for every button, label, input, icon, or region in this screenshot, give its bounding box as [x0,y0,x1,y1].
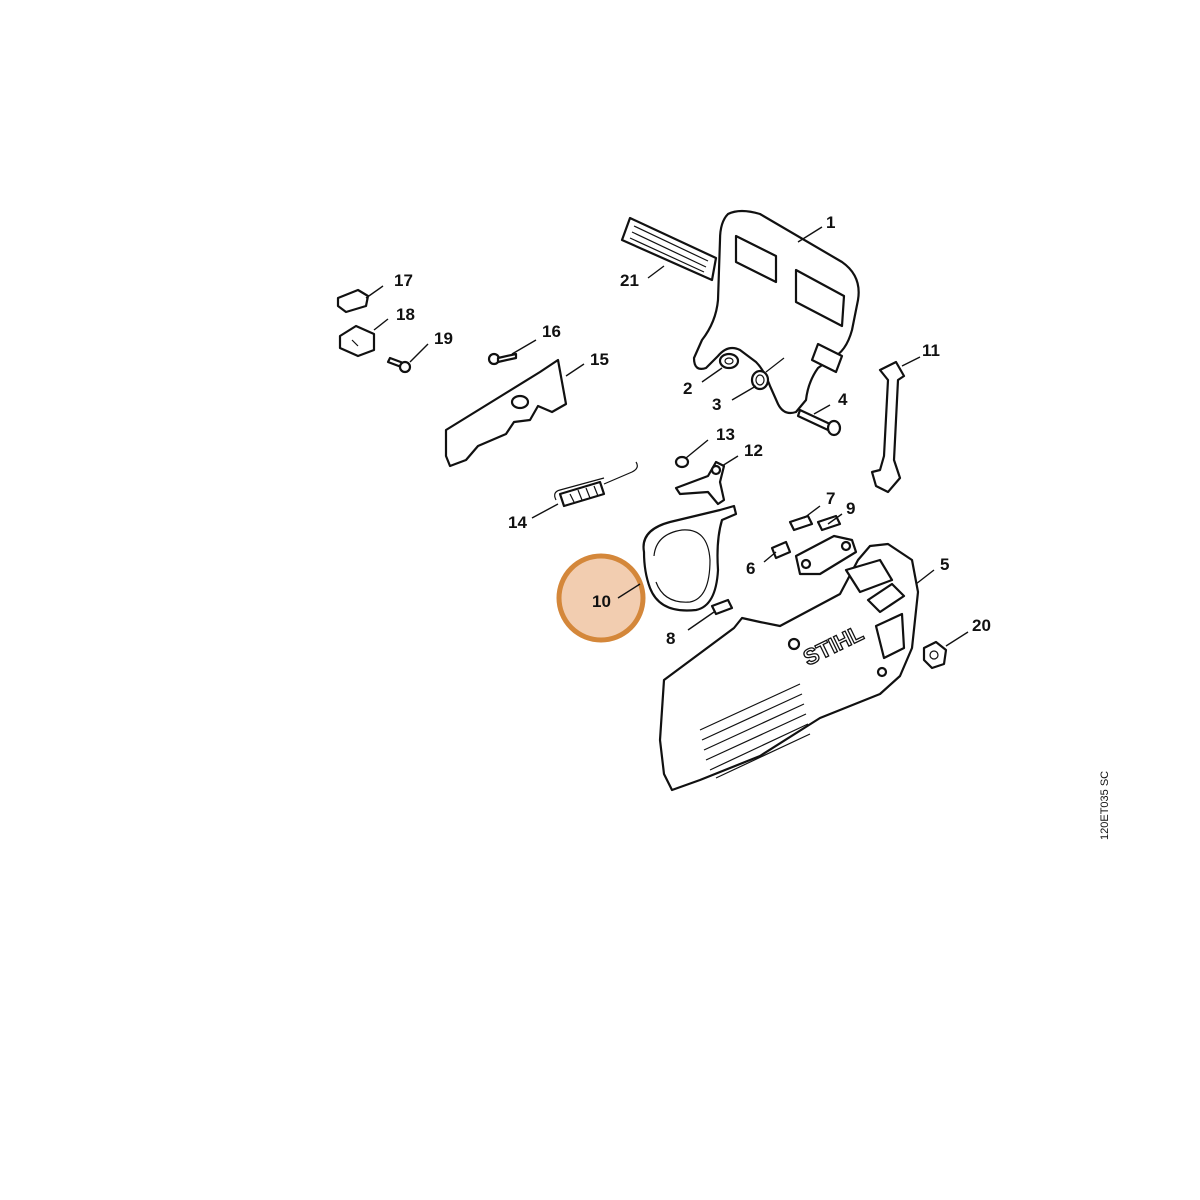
part-11-lever[interactable] [870,360,906,494]
callout-1[interactable]: 1 [826,213,835,232]
callout-19[interactable]: 19 [434,329,453,348]
part-6-pin[interactable] [770,540,792,560]
part-15-plate[interactable] [444,358,568,468]
part-2-bushing[interactable] [718,352,740,370]
callout-3[interactable]: 3 [712,395,721,414]
part-5-sprocket-cover[interactable]: STIHL [658,542,920,792]
callout-10[interactable]: 10 [592,592,611,611]
part-linkage[interactable] [794,534,858,576]
leader-lines [365,226,969,647]
callout-20[interactable]: 20 [972,616,991,635]
callout-14[interactable]: 14 [508,513,527,532]
part-10-brake-band[interactable] [642,504,738,612]
drawing-reference-code: 120ET035 SC [1099,771,1111,840]
part-18-block[interactable] [338,324,376,358]
part-16-screw[interactable] [487,352,518,366]
part-3-torsion-spring[interactable] [750,357,785,391]
callout-17[interactable]: 17 [394,271,413,290]
part-12-bracket[interactable] [674,460,726,506]
part-19-screw[interactable] [386,356,412,374]
callout-7[interactable]: 7 [826,489,835,508]
part-8-pin[interactable] [710,598,734,616]
highlight-circle[interactable] [556,553,646,643]
callout-2[interactable]: 2 [683,379,692,398]
callout-9[interactable]: 9 [846,499,855,518]
callout-4[interactable]: 4 [838,390,848,409]
callout-labels: 1 2 3 4 5 6 7 8 9 10 11 12 13 14 15 16 1… [394,213,991,648]
part-21-grip-pad[interactable] [620,216,718,282]
part-20-nut[interactable] [922,640,948,670]
callout-11[interactable]: 11 [922,341,940,360]
callout-15[interactable]: 15 [590,350,609,369]
callout-8[interactable]: 8 [666,629,675,648]
part-4-bolt[interactable] [796,408,842,437]
part-17-clip[interactable] [336,288,370,314]
part-1-hand-guard[interactable] [692,209,860,415]
part-14-tension-spring[interactable] [554,461,638,508]
part-7-pin[interactable] [788,514,814,532]
callout-21[interactable]: 21 [620,271,639,290]
callout-13[interactable]: 13 [716,425,735,444]
callout-5[interactable]: 5 [940,555,949,574]
part-13-clip[interactable] [674,455,690,469]
callout-16[interactable]: 16 [542,322,561,341]
callout-18[interactable]: 18 [396,305,415,324]
callout-6[interactable]: 6 [746,559,755,578]
callout-12[interactable]: 12 [744,441,763,460]
